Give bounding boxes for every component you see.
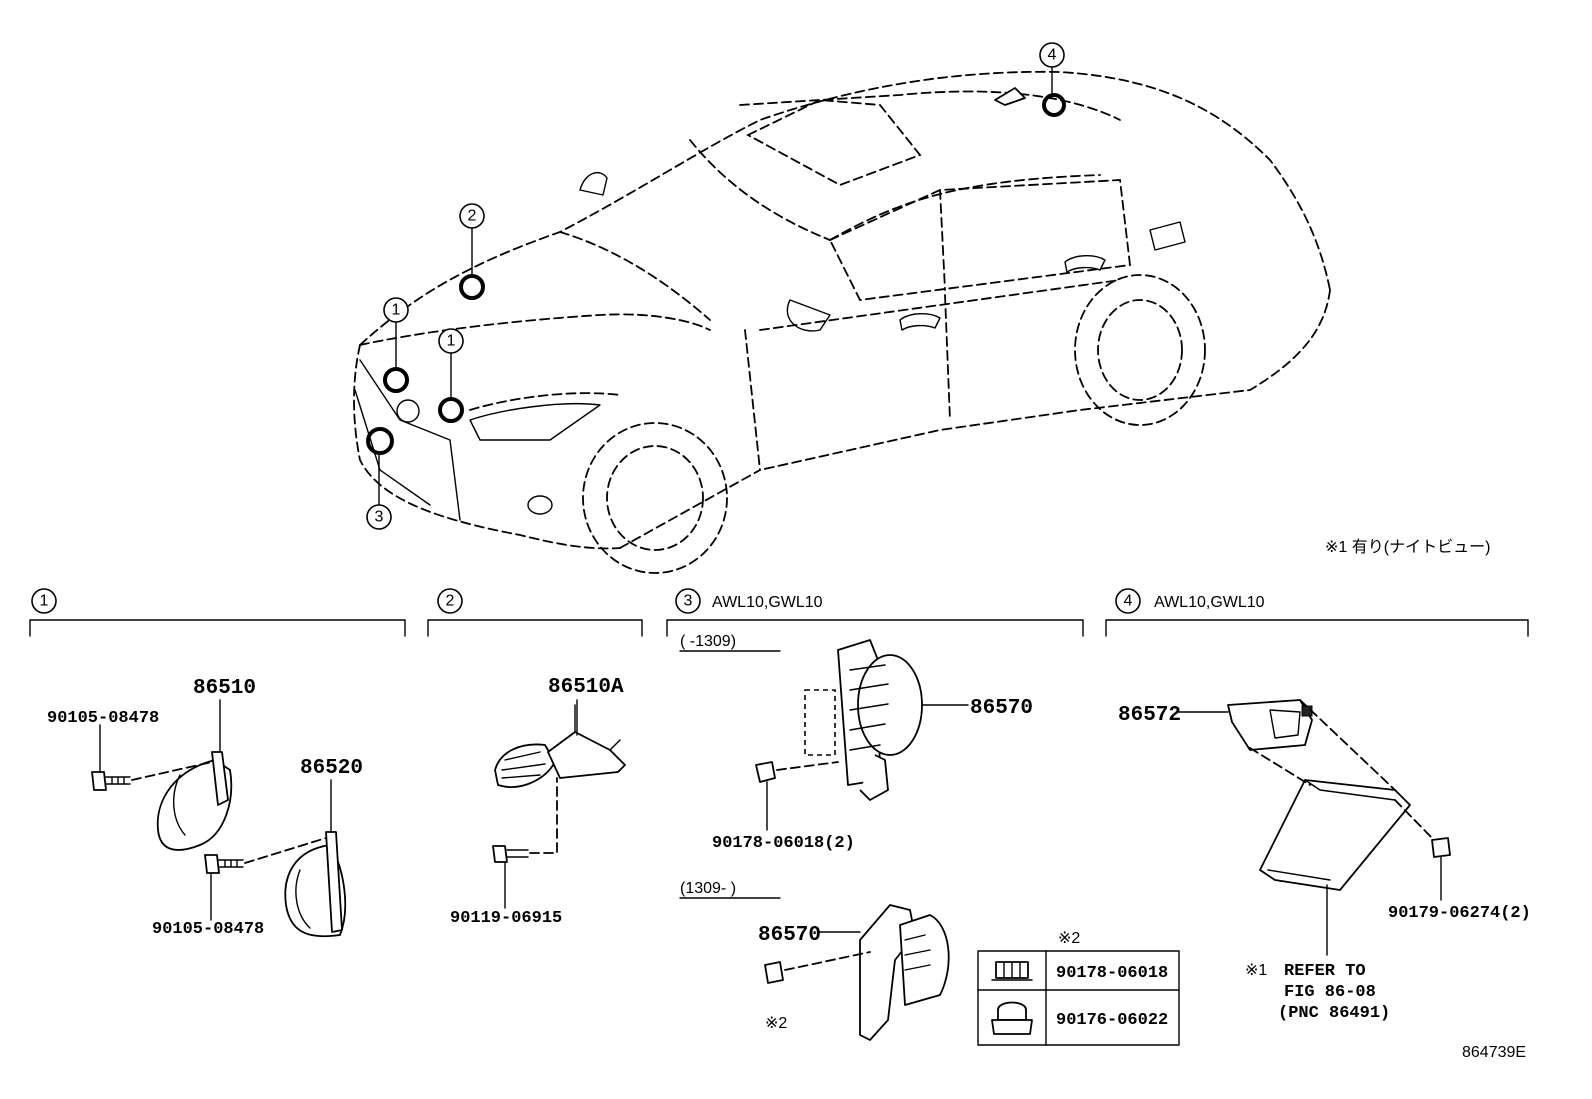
part-number-86570-before: 86570 — [970, 697, 1033, 720]
section-2-horn: 86510A 90119-06915 — [450, 676, 626, 928]
location-marker-1a — [383, 367, 409, 393]
part-number-86510A: 86510A — [548, 676, 624, 699]
part-number-bolt-86510A: 90119-06915 — [450, 909, 562, 928]
section-headers: 1 2 3 AWL10,GWL10 4 AWL10,GWL10 — [29, 588, 1529, 637]
section-3-label: AWL10,GWL10 — [712, 594, 823, 611]
part-number-bolt-upper: 90105-08478 — [47, 709, 159, 728]
section-4-number: 4 — [1124, 593, 1133, 610]
part-number-86570-after: 86570 — [758, 924, 821, 947]
part-number-bolt-lower: 90105-08478 — [152, 920, 264, 939]
callout-1a: 1 — [392, 302, 401, 319]
callouts: 2 1 1 3 4 — [366, 42, 1065, 530]
section-1-number: 1 — [40, 593, 49, 610]
location-marker-2 — [459, 274, 485, 300]
section-1-horns: 90105-08478 86510 86520 90105-08478 — [47, 677, 363, 939]
refer-line-1: REFER TO — [1284, 962, 1366, 981]
figure-id: 864739E — [1462, 1044, 1526, 1061]
section-4-label: AWL10,GWL10 — [1154, 594, 1265, 611]
callout-3: 3 — [375, 509, 384, 526]
location-marker-3 — [366, 427, 394, 455]
refer-line-2: FIG 86-08 — [1284, 983, 1376, 1002]
nut-table-row-2: 90176-06022 — [1056, 1011, 1168, 1030]
nut-table-row-1: 90178-06018 — [1056, 964, 1168, 983]
part-number-86510: 86510 — [193, 677, 256, 700]
callout-4: 4 — [1048, 47, 1057, 64]
part-number-nut-86570: 90178-06018(2) — [712, 834, 855, 853]
period-after-1309: (1309- ) — [680, 880, 736, 897]
nut-note-mark: ※2 — [765, 1015, 787, 1032]
part-number-86520: 86520 — [300, 757, 363, 780]
refer-mark: ※1 — [1245, 962, 1267, 979]
car-illustration — [353, 70, 1331, 574]
section-2-number: 2 — [446, 593, 455, 610]
callout-1b: 1 — [447, 333, 456, 350]
part-number-86572: 86572 — [1118, 704, 1181, 727]
section-4-sensor: 86572 90179-06274(2) ※1 REFER TO FIG 86-… — [1118, 699, 1531, 1023]
nut-type-table: ※2 90178-06018 90176-06022 — [977, 930, 1180, 1046]
location-marker-1b — [438, 397, 464, 423]
callout-2: 2 — [468, 208, 477, 225]
period-before-1309: ( -1309) — [680, 633, 736, 650]
part-number-nut-86572: 90179-06274(2) — [1388, 904, 1531, 923]
section-3-buzzer: ( -1309) 86570 90178-06018(2) (1309- ) 8… — [679, 633, 1180, 1046]
section-3-number: 3 — [684, 593, 693, 610]
night-view-note: ※1 有り(ナイトビュー) — [1325, 538, 1490, 556]
refer-line-3: (PNC 86491) — [1278, 1004, 1390, 1023]
location-marker-4 — [1042, 93, 1066, 117]
nut-table-header: ※2 — [1058, 930, 1080, 947]
